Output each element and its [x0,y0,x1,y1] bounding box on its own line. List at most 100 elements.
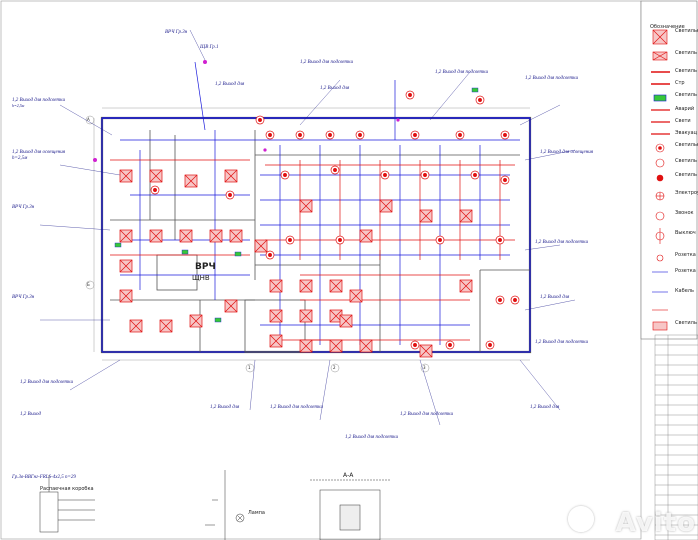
axis-label-2: 2 [333,365,336,370]
round-fixture-center [228,193,232,197]
panel-fixture-cross [329,309,343,323]
spec-table [654,334,698,540]
round-fixture-center [458,133,462,137]
panel-fixture-cross [269,309,283,323]
legend-entry: Светиль [675,92,697,98]
junction-points [93,60,400,162]
panel-fixture-cross [269,279,283,293]
round-fixture-center [448,343,452,347]
panel-fixture-cross [119,289,133,303]
callout-text: 1,2 Выход для [215,82,245,87]
leader-lines [39,29,576,426]
panel-fixture-cross [299,309,313,323]
panel-fixture-cross [269,334,283,348]
panel-fixture-cross [159,319,173,333]
panel-fixture-cross [149,169,163,183]
legend-entry: Светильник [675,28,698,34]
callout-text: 1,2 Выход для [320,86,350,91]
round-fixture-center [503,178,507,182]
legend-entry: Светиль [675,158,697,164]
round-fixture-center [503,133,507,137]
panel-fixture-cross [184,174,198,188]
round-fixture-center [413,133,417,137]
callout-text: ВРЧ Гр.3н [12,295,35,300]
panel-fixture-cross [224,169,238,183]
room-label-sub: ЩНВ [192,274,210,282]
round-fixture-center [513,298,517,302]
round-fixture-center [283,173,287,177]
legend-entry: Свети [675,118,691,124]
emergency-markers [114,87,479,323]
round-fixture-center [358,133,362,137]
panel-fixture-cross [329,279,343,293]
building-walls [100,116,532,354]
wiring-schematic [39,470,245,540]
round-fixture-center [498,238,502,242]
legend-entry: Эвакуац [675,130,697,136]
callout-text: 1,2 Выход для подсветки [400,412,453,417]
round-fixture-center [478,98,482,102]
round-fixture-center [258,118,262,122]
panel-fixture-cross [299,199,313,213]
round-fixture-center [423,173,427,177]
legend-entry: Звонок [675,210,694,216]
section-drawing [310,479,390,540]
round-fixture-center [333,168,337,172]
callout-text: 1,2 Выход для подсветки [270,405,323,410]
panel-fixture-cross [119,229,133,243]
round-fixture-center [473,173,477,177]
callout-text: 1,2 Выход для подсветки [300,60,353,65]
panel-fixture-cross [359,229,373,243]
callout-text: 1,2 Выход для [540,295,570,300]
panel-fixture-cross [359,339,373,353]
callout-text: 1,2 Выход для подсветки [535,340,588,345]
panel-fixture-cross [119,169,133,183]
axis-label-a: A [87,117,90,122]
round-fixture-center [328,133,332,137]
panel-fixture-cross [329,339,343,353]
panel-fixture-cross [209,229,223,243]
legend-entry: Розетка [675,252,696,258]
switchboard-label: Распаечная коробка [40,486,94,492]
callout-text: 1,2 Выход для подсветки [20,380,73,385]
panel-fixture-cross [419,344,433,358]
legend-entry: Светиль [675,172,697,178]
callout-text: h=2,5м [12,156,28,161]
legend-entry: Стр [675,80,685,86]
panel-fixtures [119,169,473,358]
round-fixture-center [268,253,272,257]
round-fixture-center [288,238,292,242]
panel-fixture-cross [179,229,193,243]
panel-fixture-cross [299,279,313,293]
callout-text: 1,2 Выход для подсветки [535,240,588,245]
panel-fixture-cross [189,314,203,328]
section-label: А-А [343,472,354,479]
round-fixture-center [438,238,442,242]
callout-text: 1,2 Выход для [530,405,560,410]
callout-text: 1,2 Выход для освещения [12,150,66,155]
legend-title: Обозначение [650,24,685,30]
axis-label-3: 3 [423,365,426,370]
panel-fixture-cross [339,314,353,328]
legend-entry: Розетка [675,268,696,274]
legend-entry: Светильн [675,142,698,148]
round-fixture-center [413,343,417,347]
panel-fixture-cross [379,199,393,213]
callout-text: 1,2 Выход для освещения [540,150,594,155]
callout-text: Гр.3в-ВВГнг-FRLS-4х2,5 n=29 [12,475,76,480]
lamp-label: Лампа [248,510,265,516]
legend-entry: Светиль [675,320,697,326]
round-fixtures [150,90,520,350]
callout-text: 1,2 Выход для [210,405,240,410]
panel-fixture-cross [419,209,433,223]
round-fixture-center [338,238,342,242]
axis-label-b: Б [87,282,90,287]
axis-label-1: 1 [248,365,251,370]
callout-text: ЩВ Гр.1 [200,45,219,50]
panel-fixture-cross [254,239,268,253]
panel-fixture-cross [299,339,313,353]
round-fixture-center [408,93,412,97]
legend-entry: Кабель [675,288,694,294]
callout-text: ВРЧ Гр.3н [12,205,35,210]
